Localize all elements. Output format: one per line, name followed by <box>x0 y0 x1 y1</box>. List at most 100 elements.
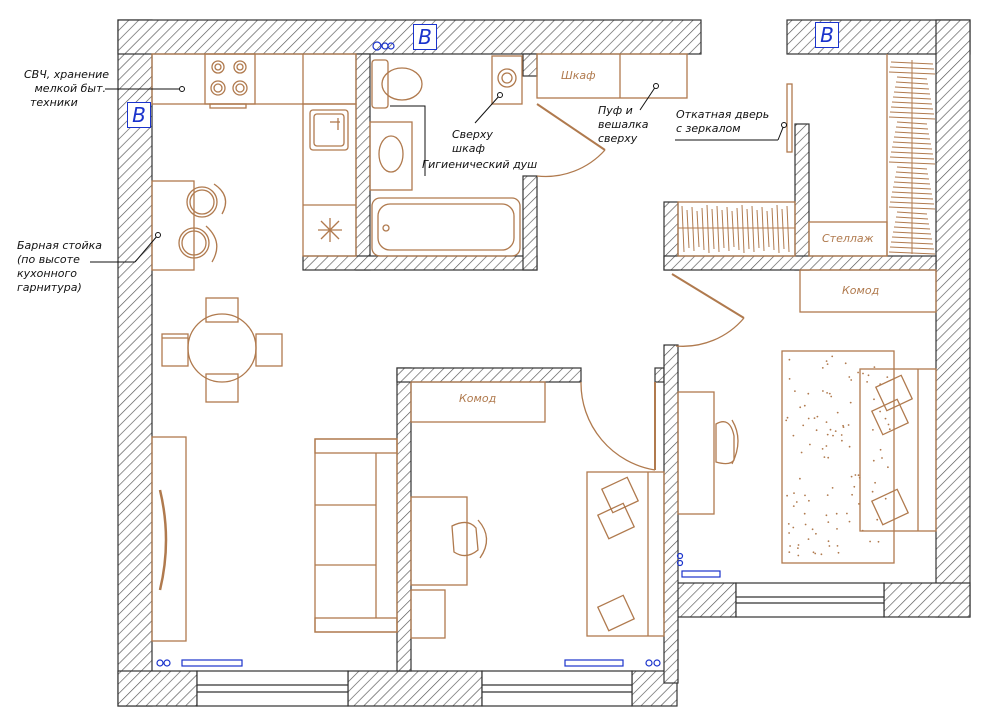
hall-wardrobe <box>677 201 796 257</box>
bed <box>859 368 937 532</box>
kids-bed <box>586 471 665 637</box>
bedroom-wardrobe <box>886 54 913 256</box>
rug-dot <box>871 490 874 493</box>
rug-dot <box>884 497 887 500</box>
wall-kitchen-bath <box>355 53 371 271</box>
rug-dot <box>884 417 887 420</box>
rug-dots <box>785 355 891 557</box>
rug-dot <box>804 523 807 526</box>
vent-marker: B <box>413 24 437 50</box>
rug-dot <box>804 494 806 497</box>
burners-icon <box>210 60 248 96</box>
wall-right <box>935 19 971 618</box>
wall-bath-bottom <box>302 255 538 271</box>
rug-dot <box>848 520 851 523</box>
wall-top-left <box>117 19 702 55</box>
rug-dot <box>828 545 831 547</box>
rug-dot <box>815 429 818 432</box>
window-2 <box>481 670 633 707</box>
rug-dot <box>832 434 834 437</box>
rug-dot <box>788 358 791 361</box>
rug-dot <box>837 551 840 554</box>
rug-dot <box>831 487 834 489</box>
wall-bottom-right-2 <box>883 582 971 618</box>
rug-dot <box>803 512 806 515</box>
rug-dot <box>886 376 889 378</box>
rug-dot <box>808 499 810 502</box>
furniture <box>151 53 937 642</box>
rug-dot <box>853 485 856 488</box>
label-bar-counter: Барная стойка (по высоте кухонного гарни… <box>17 239 102 295</box>
rug-dot <box>825 360 828 362</box>
rug-dot <box>785 419 788 422</box>
rug-dot <box>815 532 817 535</box>
rug-dot <box>797 544 800 546</box>
rug-dot <box>874 481 876 484</box>
rug-dot <box>823 456 826 458</box>
rug-dot <box>879 410 881 413</box>
rug-dot <box>877 540 880 543</box>
label-line: СВЧ, хранение <box>24 68 110 81</box>
star-appliance-icon <box>318 218 342 242</box>
rug-dot <box>854 474 857 476</box>
bathtub <box>371 197 521 257</box>
rug-dot <box>873 398 875 401</box>
label-kids-dresser: Комод <box>459 392 497 405</box>
leader-lines <box>90 83 787 263</box>
rug-dot <box>807 392 810 395</box>
rug-dot <box>788 532 790 534</box>
rug-dot <box>872 459 875 462</box>
sliding-mirror-door <box>786 83 793 153</box>
rug-dot <box>827 521 830 523</box>
rug-dot <box>792 505 795 507</box>
rug-dot <box>792 526 795 529</box>
rug-dot <box>844 362 847 365</box>
rug-dot <box>803 404 806 407</box>
kids-chair <box>451 519 488 559</box>
label-line: Сверху <box>452 128 493 141</box>
wall-kids-top <box>396 367 582 383</box>
rug-dot <box>816 415 819 418</box>
kitchen-counter-right <box>302 103 357 257</box>
rug-dot <box>841 439 843 442</box>
label-line: мелкой быт. <box>34 82 107 95</box>
radiators <box>156 41 721 667</box>
label-sliding-door: Откатная дверь с зеркалом <box>676 108 769 136</box>
cooktop <box>204 53 256 105</box>
rug-dot <box>789 545 791 547</box>
rug-dot <box>795 501 798 503</box>
label-line: техники <box>30 96 78 109</box>
living-wardrobe <box>151 436 187 642</box>
rug-dot <box>866 381 868 383</box>
rug-dot <box>825 421 828 423</box>
rug-dot <box>858 503 860 505</box>
window-1 <box>196 670 349 707</box>
rug-dot <box>867 374 870 377</box>
bedroom-rug <box>781 350 895 564</box>
label-microwave: СВЧ, хранение мелкой быт. техники <box>24 68 110 110</box>
rug-dot <box>797 547 799 549</box>
rug-dot <box>840 434 843 436</box>
radiator <box>681 570 721 578</box>
rug-dot <box>835 512 838 515</box>
rug-dot <box>826 433 829 436</box>
rug-dot <box>802 424 805 427</box>
hangers-vertical <box>888 61 936 255</box>
window-3 <box>735 582 885 618</box>
rug-dot <box>862 372 864 375</box>
kitchen-counter-top <box>151 53 357 105</box>
rug-dot <box>876 518 879 521</box>
rug-dot <box>888 428 891 431</box>
rug-dot <box>792 434 795 437</box>
label-line: сверху <box>598 132 638 145</box>
rug-dot <box>794 390 796 392</box>
bar-counter <box>151 180 195 271</box>
rug-dot <box>848 445 851 448</box>
label-line: гарнитура) <box>17 281 82 294</box>
rug-dot <box>814 552 817 555</box>
label-line: вешалка <box>598 118 649 131</box>
washbasin <box>369 121 413 191</box>
wall-bath-right-top <box>522 53 538 77</box>
label-line: Барная стойка <box>17 239 103 252</box>
